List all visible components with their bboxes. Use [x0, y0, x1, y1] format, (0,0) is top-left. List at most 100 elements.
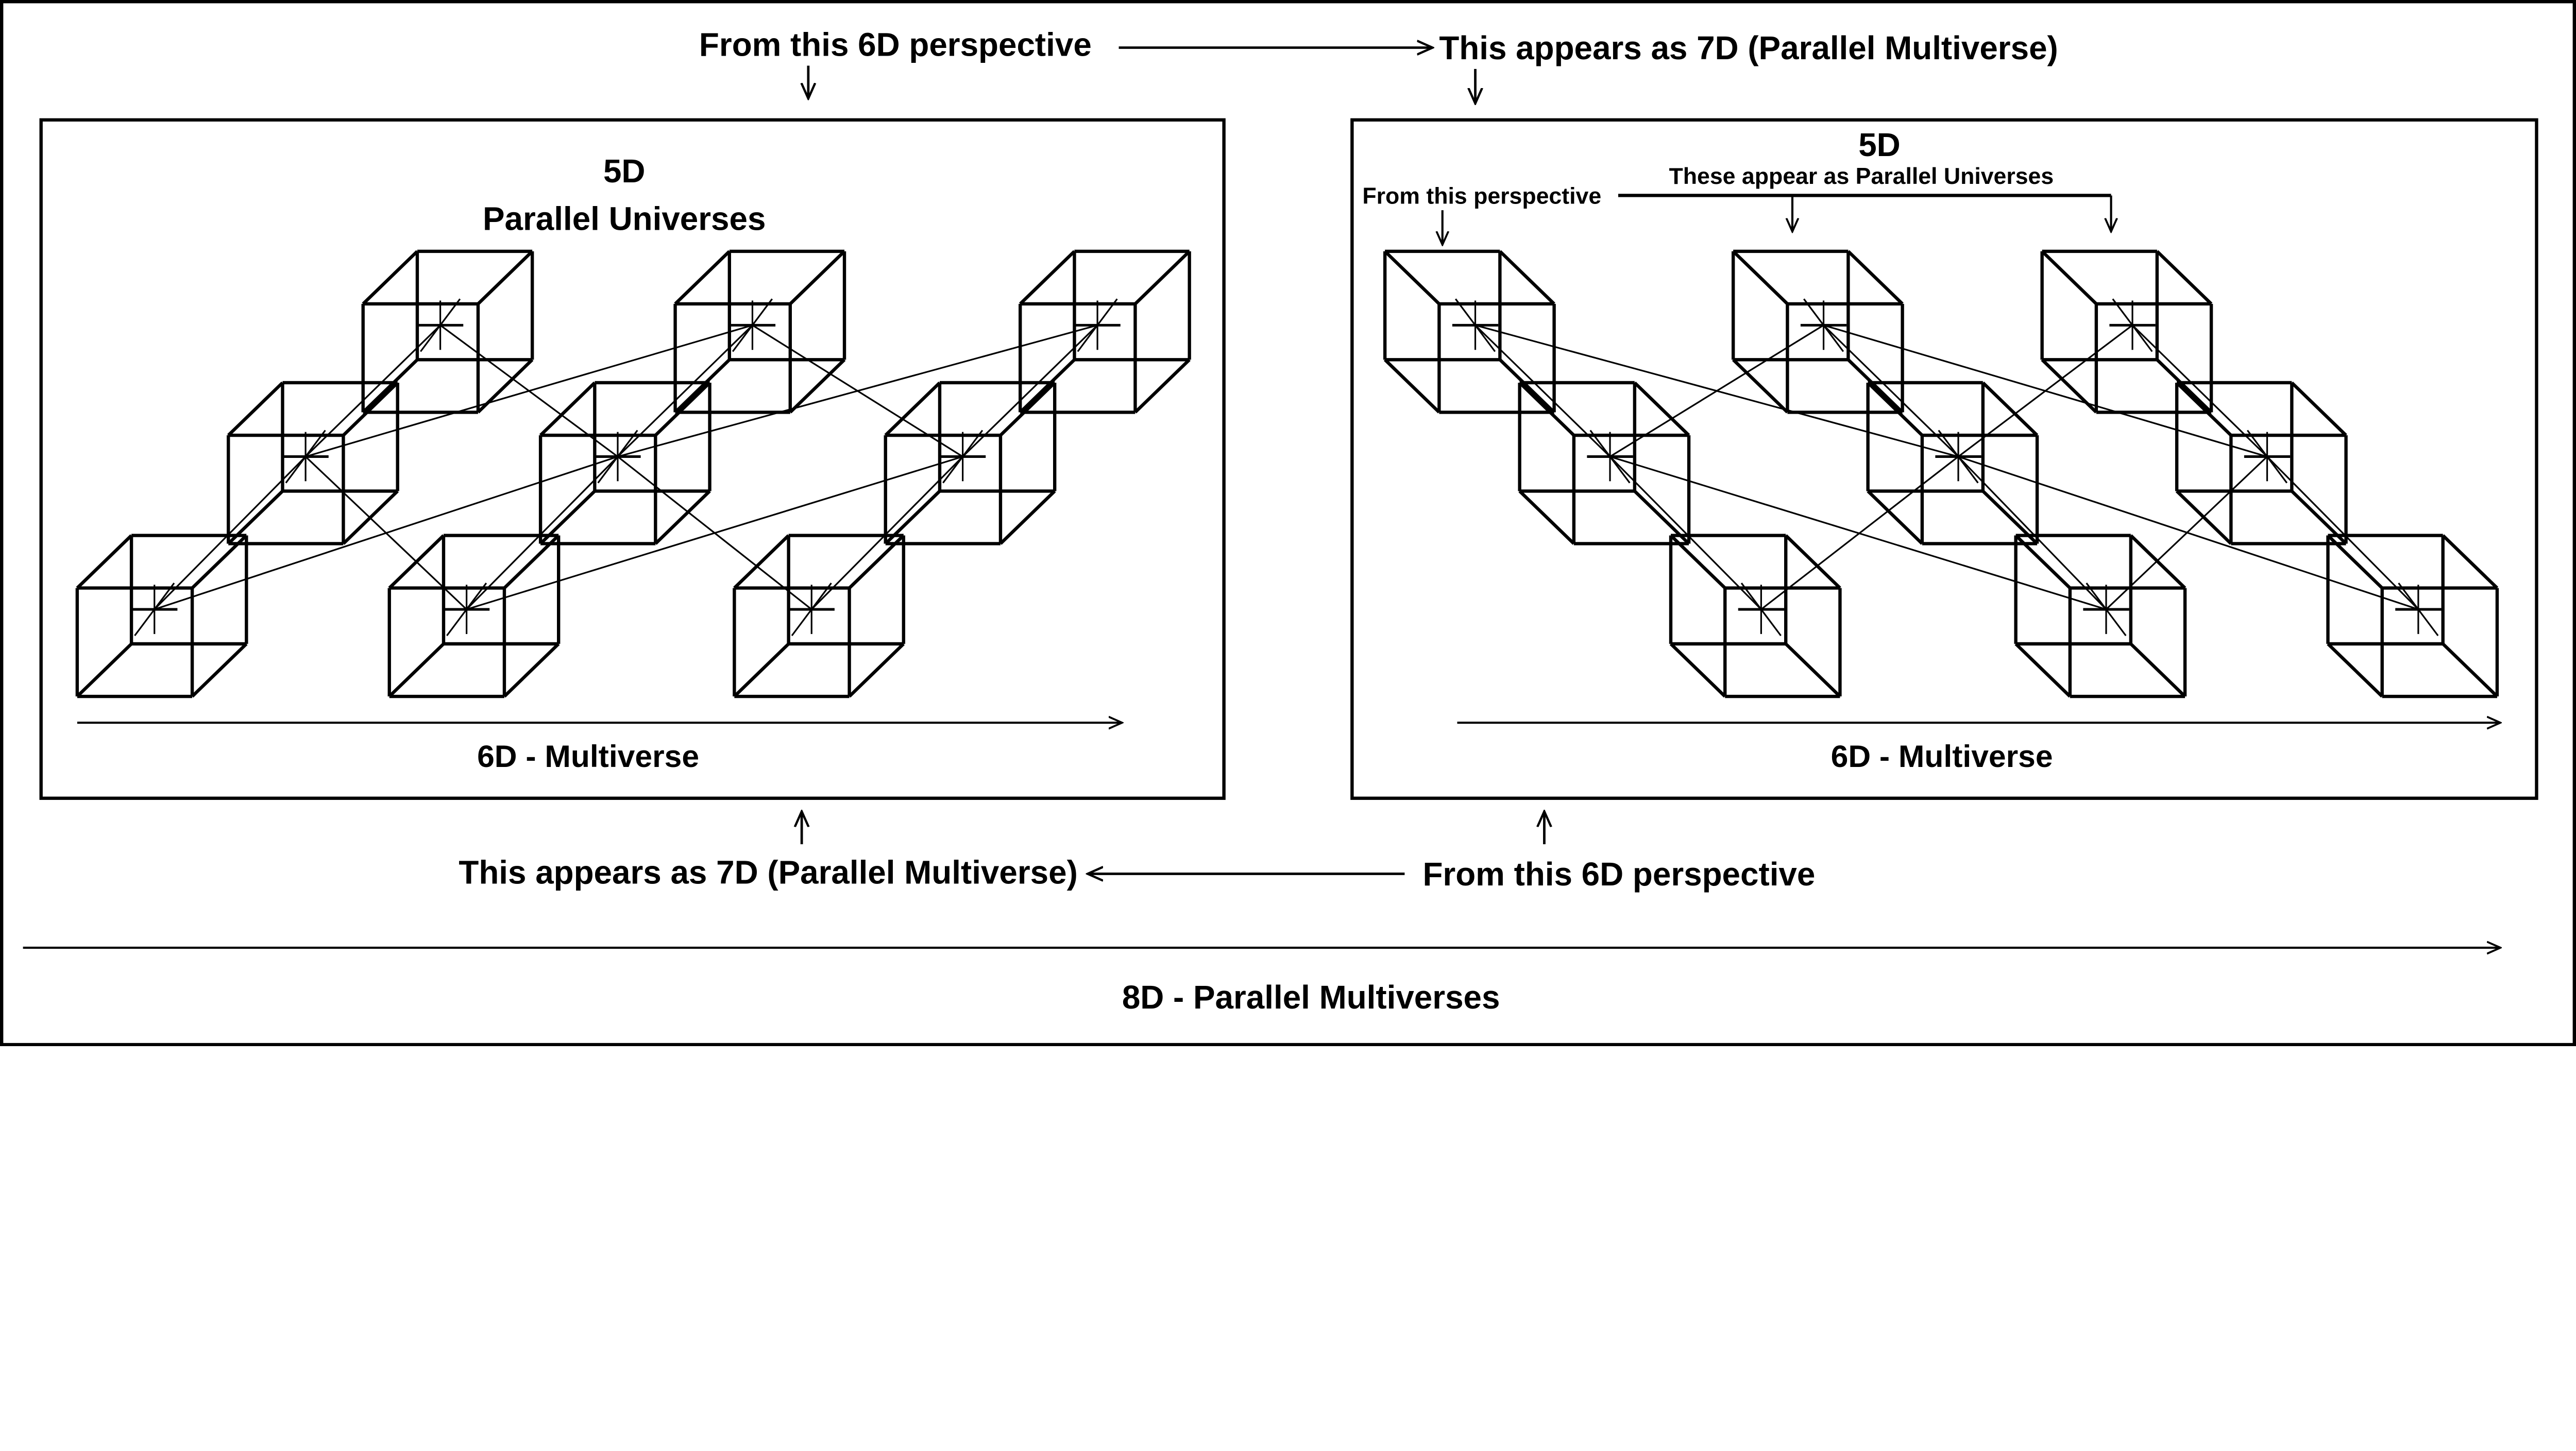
- cube-M2: [884, 381, 1057, 545]
- cube-edge: [2175, 381, 2232, 437]
- right-panel-subtitle: These appear as Parallel Universes: [1669, 164, 2054, 189]
- cube-B0: [1669, 534, 1842, 698]
- cube-edge: [1784, 642, 1841, 698]
- cube-edge: [76, 642, 133, 698]
- star-diagonal: [942, 430, 984, 484]
- cube-edge: [2442, 642, 2499, 698]
- connection-line: [1609, 456, 1762, 610]
- left-6d-axis-label: 6D - Multiverse: [477, 739, 699, 774]
- cube-edge: [733, 534, 790, 589]
- cube-T0: [361, 249, 534, 414]
- cube-edge: [884, 381, 941, 437]
- connection-line: [1823, 325, 1959, 457]
- cube-edge: [1669, 534, 1726, 589]
- cube-edge: [1499, 250, 1555, 305]
- star-diagonal: [597, 430, 638, 484]
- connection-lines: [154, 324, 1098, 610]
- star-diagonal: [1740, 583, 1782, 637]
- star-diagonal: [1589, 430, 1631, 484]
- cube-edge: [1383, 250, 1440, 305]
- cube-edge: [654, 490, 711, 545]
- cube-edge: [1633, 381, 1690, 437]
- cube-edge: [884, 490, 941, 545]
- cube-edge: [539, 381, 596, 437]
- cube-edge: [674, 359, 731, 414]
- cube-edge: [1784, 534, 1841, 589]
- star-diagonal: [134, 583, 175, 637]
- star-diagonal: [1803, 298, 1844, 352]
- cube-edge: [539, 490, 596, 545]
- connection-line: [2131, 325, 2268, 457]
- connection-line: [466, 456, 619, 610]
- left-panel-subtitle: Parallel Universes: [483, 200, 766, 237]
- universe-star-B0: [131, 583, 178, 637]
- universe-star-M2: [939, 430, 986, 484]
- connection-line: [154, 456, 307, 610]
- connection-line: [617, 325, 753, 457]
- cube-T1: [673, 249, 846, 414]
- cube-B2: [2326, 534, 2499, 698]
- bottom-appears-label: This appears as 7D (Parallel Multiverse): [459, 854, 1077, 891]
- connection-line: [466, 455, 963, 610]
- star-diagonal: [446, 583, 487, 637]
- cube-edge: [1499, 359, 1555, 414]
- universe-star-B1: [443, 583, 490, 637]
- cube-T0: [1383, 249, 1556, 414]
- cube-edge: [2014, 534, 2072, 589]
- multiverse-diagram: From this 6D perspective This appears as…: [0, 0, 2576, 1047]
- cube-edge: [227, 490, 284, 545]
- universe-star-B0: [1738, 583, 1785, 637]
- cube-edge: [1669, 642, 1726, 698]
- left-cube-grid: [75, 249, 1191, 698]
- connection-line: [1958, 325, 2133, 457]
- cube-edge: [1134, 359, 1191, 414]
- cube-edge: [654, 381, 711, 437]
- cube-edge: [2041, 250, 2098, 305]
- star-diagonal: [732, 298, 773, 352]
- cube-edge: [1019, 359, 1076, 414]
- connection-line: [811, 456, 963, 610]
- star-diagonal: [1938, 430, 1979, 484]
- cube-edge: [2327, 642, 2383, 698]
- cube-edge: [2327, 534, 2383, 589]
- universe-star-T0: [1452, 298, 1499, 352]
- cube-edge: [2014, 642, 2072, 698]
- star-diagonal: [1077, 298, 1118, 352]
- cube-edge: [2291, 381, 2347, 437]
- connection-line: [2266, 456, 2419, 610]
- cube-edge: [999, 381, 1056, 437]
- cube-edge: [2156, 250, 2213, 305]
- cube-edge: [362, 250, 419, 305]
- cube-T2: [1019, 249, 1191, 414]
- cube-edge: [733, 642, 790, 698]
- right-panel-perspective-label: From this perspective: [1362, 183, 1601, 209]
- cube-edge: [1847, 359, 1904, 414]
- connection-line: [154, 455, 618, 610]
- star-diagonal: [2086, 583, 2127, 637]
- universe-star-M2: [2244, 430, 2291, 484]
- universe-star-M0: [1587, 430, 1633, 484]
- top-from-perspective-label: From this 6D perspective: [699, 26, 1092, 63]
- right-panel: [1350, 118, 2538, 800]
- outer-frame: [0, 0, 2576, 1047]
- bottom-from-perspective-label: From this 6D perspective: [1422, 856, 1815, 893]
- cube-edge: [388, 642, 445, 698]
- connection-line: [1958, 455, 2419, 610]
- universe-star-B2: [2395, 583, 2442, 637]
- universe-star-B2: [788, 583, 835, 637]
- star-diagonal: [285, 430, 326, 484]
- connection-line: [304, 325, 441, 457]
- cube-edge: [1518, 490, 1575, 545]
- cube-edge: [1732, 359, 1789, 414]
- cube-edge: [227, 381, 284, 437]
- star-diagonal: [420, 298, 461, 352]
- cube-B0: [75, 534, 248, 698]
- right-cube-grid: [1383, 249, 2499, 698]
- star-diagonal: [1454, 298, 1496, 352]
- universe-star-B1: [2083, 583, 2129, 637]
- universe-star-T0: [417, 298, 464, 352]
- cube-edge: [789, 250, 846, 305]
- cube-edge: [342, 381, 399, 437]
- star-diagonal: [2398, 583, 2439, 637]
- cube-edge: [2442, 534, 2499, 589]
